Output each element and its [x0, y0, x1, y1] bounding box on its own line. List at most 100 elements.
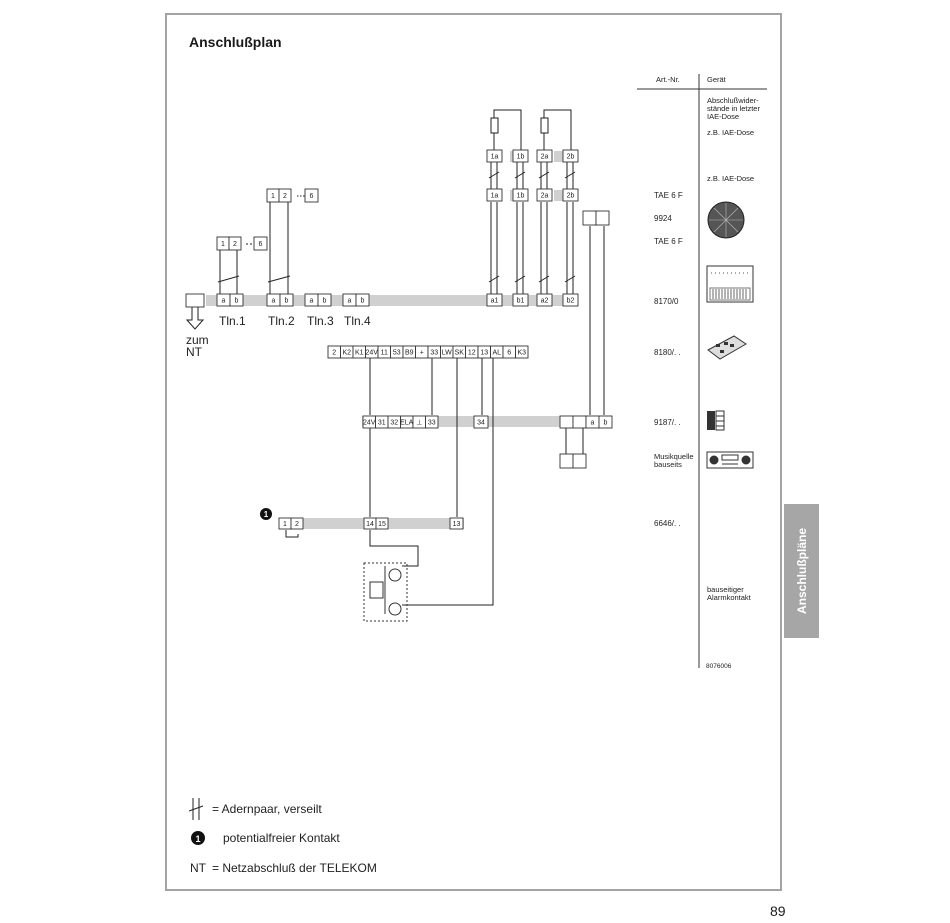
- terminal-label: a: [348, 298, 352, 305]
- terminal-label: a1: [491, 298, 499, 305]
- terminal-label: 1b: [517, 154, 525, 161]
- amplifier-rack-icon: [707, 410, 725, 431]
- terminal-label: B9: [405, 350, 414, 357]
- terminal-box: [355, 293, 370, 307]
- device-text: Alarmkontakt: [707, 593, 752, 602]
- terminal-label: K1: [355, 350, 364, 357]
- terminal-label: K2: [342, 350, 351, 357]
- terminal-box: [185, 293, 205, 308]
- terminal-label: 2a: [541, 154, 549, 161]
- terminal-label: 15: [378, 521, 386, 528]
- terminal-box: [582, 210, 597, 226]
- terminal-label: 11: [381, 350, 388, 357]
- terminal-label: ⊥: [416, 420, 422, 427]
- terminal-label: 33: [428, 420, 436, 427]
- terminal-box: [515, 345, 529, 359]
- terminal-box: [253, 236, 268, 251]
- terminal-label: b2: [567, 298, 575, 305]
- terminal-box: [536, 293, 553, 307]
- speaker-icon: [707, 201, 745, 239]
- terminal-label: b1: [517, 298, 525, 305]
- terminal-label: 2: [295, 521, 299, 528]
- table-col-art: Art.-Nr.: [656, 75, 680, 84]
- page-number: 89: [770, 903, 786, 919]
- subscriber-label: Tln.4: [344, 314, 371, 328]
- doc-number: 8076006: [706, 663, 732, 670]
- terminal-label: SK: [455, 350, 465, 357]
- subscriber-label: Tln.2: [268, 314, 295, 328]
- terminal-label: 1: [221, 241, 225, 248]
- terminal-box: [562, 149, 579, 163]
- terminal-box: [562, 293, 579, 307]
- terminal-box: [486, 293, 503, 307]
- terminal-label: 12: [468, 350, 476, 357]
- terminal-label: 13: [480, 350, 488, 357]
- terminal-label: 33: [430, 350, 438, 357]
- legend-nt-label: NT: [190, 861, 207, 875]
- terminal-label: a: [222, 298, 226, 305]
- terminal-label: b: [361, 298, 365, 305]
- terminal-label: 2a: [541, 193, 549, 200]
- terminal-label: 6: [259, 241, 263, 248]
- terminal-box: [512, 188, 529, 202]
- terminal-label: 24V: [363, 420, 376, 427]
- art-number: 8170/0: [654, 297, 679, 306]
- circuit-board-icon: [707, 335, 747, 360]
- terminal-label: 2b: [567, 154, 575, 161]
- terminal-box: [559, 453, 574, 469]
- terminal-label: 2: [233, 241, 237, 248]
- terminal-box: [512, 149, 529, 163]
- page-title: Anschlußplan: [189, 34, 282, 50]
- terminal-label: b: [323, 298, 327, 305]
- terminal-box: [486, 188, 503, 202]
- art-number: TAE 6 F: [654, 191, 683, 200]
- terminal-box: [572, 453, 587, 469]
- terminal-box: [317, 293, 332, 307]
- side-tab[interactable]: Anschlußpläne: [784, 504, 819, 638]
- device-table: Art.-Nr. Gerät Abschlußwider- stände in …: [637, 74, 767, 670]
- art-number: 8180/. .: [654, 348, 681, 357]
- terminal-box: [449, 517, 464, 530]
- device-text: z.B. IAE-Dose: [707, 174, 754, 183]
- page-frame: [165, 13, 782, 891]
- terminal-box: [278, 188, 292, 203]
- terminal-label: 14: [366, 521, 374, 528]
- side-tab-label: Anschlußpläne: [794, 527, 809, 615]
- terminal-label: AL: [492, 350, 501, 357]
- terminal-box: [375, 517, 389, 530]
- terminal-box: [228, 236, 242, 251]
- art-number: TAE 6 F: [654, 237, 683, 246]
- terminal-label: 1a: [491, 154, 499, 161]
- terminal-label: 53: [393, 350, 401, 357]
- terminal-box: [279, 293, 294, 307]
- wires: [185, 109, 605, 606]
- legend-nt-text: = Netzabschluß der TELEKOM: [212, 861, 377, 875]
- terminal-label: 34: [477, 420, 485, 427]
- device-text: z.B. IAE-Dose: [707, 128, 754, 137]
- terminal-label: a: [591, 420, 595, 427]
- terminal-box: [290, 517, 304, 530]
- device-text: Abschlußwider-: [707, 96, 759, 105]
- terminal-label: 1b: [517, 193, 525, 200]
- terminal-label: ELA: [400, 420, 414, 427]
- marker-number: 1: [264, 510, 269, 519]
- device-illustrations: [706, 201, 754, 469]
- busbars: [206, 151, 578, 529]
- terminal-box: [536, 188, 553, 202]
- art-number: 6646/. .: [654, 519, 681, 528]
- radio-cassette-icon: [706, 451, 754, 469]
- terminal-label: 31: [378, 420, 386, 427]
- terminal-label: 2: [332, 350, 336, 357]
- terminal-label: 13: [453, 521, 461, 528]
- table-col-device: Gerät: [707, 75, 727, 84]
- terminal-label: 6: [507, 350, 511, 357]
- legend-twisted: = Adernpaar, verseilt: [212, 802, 322, 816]
- terminal-box: [559, 415, 574, 429]
- terminal-label: a: [272, 298, 276, 305]
- legend: = Adernpaar, verseilt 1 potentialfreier …: [188, 798, 377, 875]
- device-text: bauseitiger: [707, 585, 744, 594]
- terminal-label: LW: [442, 350, 452, 357]
- terminal-label: a2: [541, 298, 549, 305]
